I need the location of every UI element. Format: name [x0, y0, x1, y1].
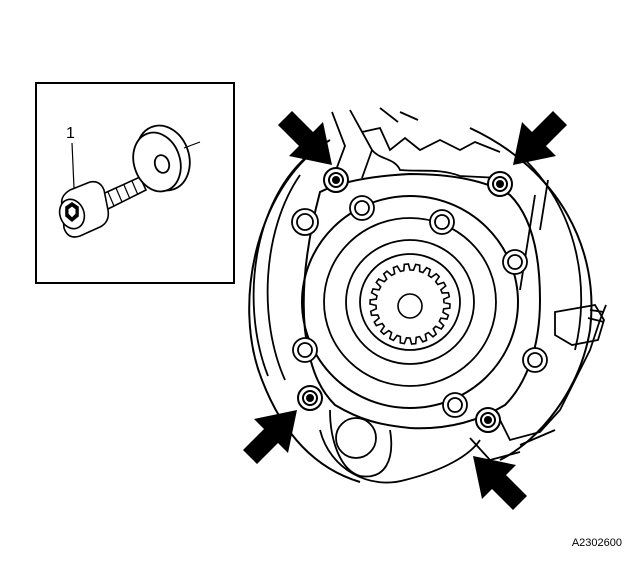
callout-leader — [71, 142, 75, 189]
callout-number: 1 — [66, 125, 75, 142]
bolt-top-left — [323, 167, 349, 193]
inset-panel: 1 — [35, 82, 235, 284]
target-bolts — [297, 167, 513, 433]
spline-gear — [369, 263, 451, 345]
bolt-bottom-right — [475, 407, 501, 433]
indicator-arrows — [243, 111, 567, 510]
bolt-holes — [291, 195, 548, 459]
arrow-bottom-left — [243, 410, 297, 464]
washer-icon — [132, 124, 201, 193]
figure-reference-code: A2302600 — [572, 537, 622, 549]
arrow-top-right — [513, 111, 567, 165]
bolt-icon — [58, 175, 148, 238]
arrow-top-left — [278, 111, 332, 165]
arrow-bottom-right — [473, 456, 527, 510]
inset-border — [35, 82, 235, 284]
hub — [301, 195, 519, 409]
bolt-bottom-left — [297, 385, 323, 411]
pump-housing — [248, 107, 607, 484]
bolt-top-right — [487, 171, 513, 197]
